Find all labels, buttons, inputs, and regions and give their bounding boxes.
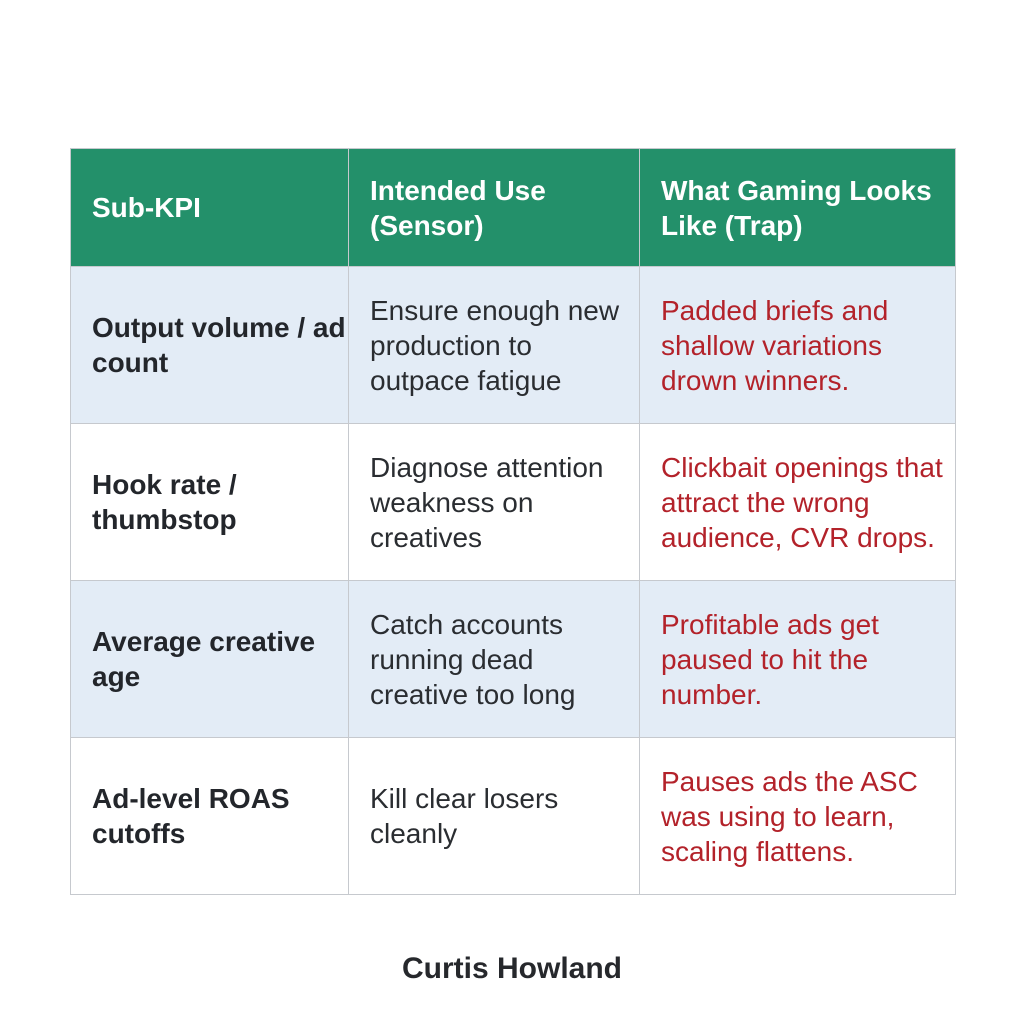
gaming-trap-cell: Pauses ads the ASC was using to learn, s… (639, 737, 956, 895)
header-intended-use: Intended Use (Sensor) (348, 148, 640, 267)
gaming-trap-cell: Profitable ads get paused to hit the num… (639, 580, 956, 738)
header-sub-kpi: Sub-KPI (70, 148, 349, 267)
sub-kpi-cell: Output volume / ad count (70, 266, 349, 424)
author-name: Curtis Howland (401, 952, 622, 985)
table-row: Average creative age Catch accounts runn… (70, 580, 956, 738)
table-row: Hook rate / thumbstop Diagnose attention… (70, 423, 956, 581)
table-body: Output volume / ad count Ensure enough n… (70, 266, 956, 895)
intended-use-cell: Kill clear losers cleanly (348, 737, 640, 895)
header-row: Sub-KPI Intended Use (Sensor) What Gamin… (70, 148, 956, 267)
table-row: Output volume / ad count Ensure enough n… (70, 266, 956, 424)
sub-kpi-cell: Hook rate / thumbstop (70, 423, 349, 581)
table-header: Sub-KPI Intended Use (Sensor) What Gamin… (70, 148, 956, 267)
gaming-trap-cell: Clickbait openings that attract the wron… (639, 423, 956, 581)
intended-use-cell: Catch accounts running dead creative too… (348, 580, 640, 738)
header-gaming-trap: What Gaming Looks Like (Trap) (639, 148, 956, 267)
intended-use-cell: Ensure enough new production to outpace … (348, 266, 640, 424)
table-row: Ad-level ROAS cutoffs Kill clear losers … (70, 737, 956, 895)
gaming-trap-cell: Padded briefs and shallow variations dro… (639, 266, 956, 424)
kpi-table: Sub-KPI Intended Use (Sensor) What Gamin… (70, 148, 956, 895)
intended-use-cell: Diagnose attention weakness on creatives (348, 423, 640, 581)
sub-kpi-cell: Ad-level ROAS cutoffs (70, 737, 349, 895)
sub-kpi-cell: Average creative age (70, 580, 349, 738)
